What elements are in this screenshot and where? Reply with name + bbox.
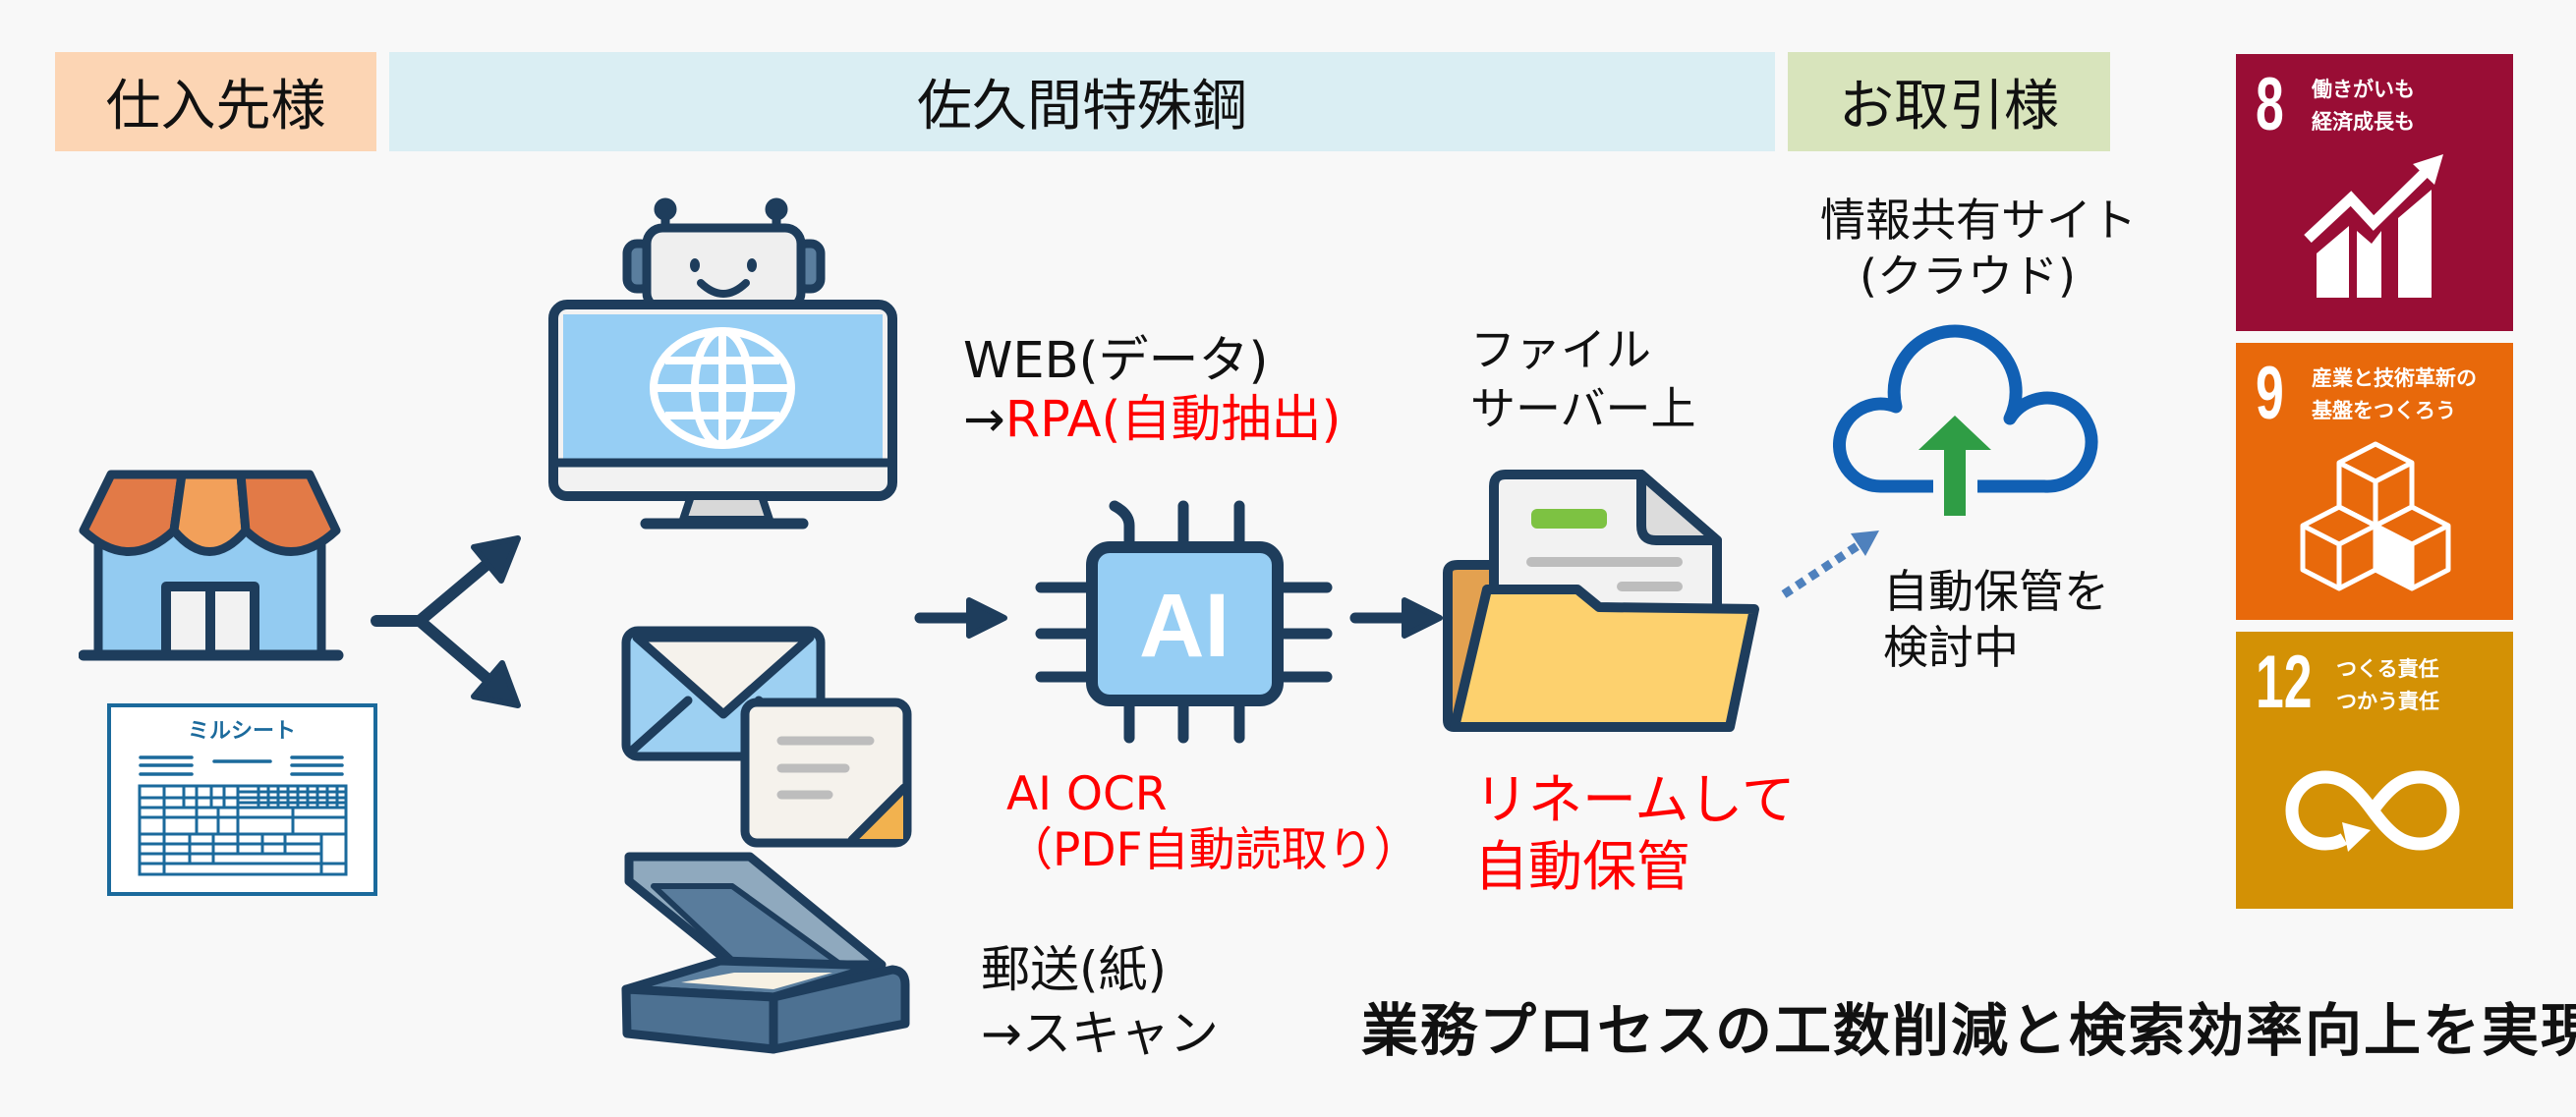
postal-line1: 郵送(紙) (981, 941, 1168, 998)
branch-arrow-icon (371, 535, 521, 708)
infinity-icon (2285, 770, 2460, 852)
cloud-note-line2: 検討中 (1883, 621, 2019, 674)
rename-line2: 自動保管 (1474, 835, 1691, 898)
sdg-panel-8: 8 働きがいも 経済成長も (2236, 54, 2513, 331)
sdg-title-line1: つくる責任 (2336, 657, 2439, 681)
chip-pins (1035, 500, 1333, 744)
arrow-glyph: → (963, 391, 1005, 449)
cloud-site-line1: 情報共有サイト (1820, 194, 2137, 247)
header-supplier-label: 仕入先様 (105, 75, 326, 139)
sdg-title: つくる責任 つかう責任 (2336, 653, 2439, 718)
arrow-right-icon (1349, 597, 1443, 639)
mill-sheet-icon: ミルシート (107, 703, 377, 896)
sdg-title-line2: 経済成長も (2312, 110, 2415, 134)
sdg-title-line1: 働きがいも (2312, 78, 2415, 101)
cloud-upload-icon (1833, 324, 2098, 516)
header-customer-label: お取引様 (1839, 75, 2059, 139)
cloud-outline (1833, 324, 2098, 493)
header-company-label: 佐久間特殊鋼 (917, 75, 1247, 139)
file-server-label: ファイル サーバー上 (1470, 320, 1696, 438)
store-icon (79, 470, 344, 661)
scanner-paper (681, 973, 832, 989)
cloud-site-line2: (クラウド) (1860, 250, 2076, 303)
globe-icon (650, 327, 795, 449)
cloud-note-line1: 自動保管を (1883, 565, 2109, 618)
scanner-shape (621, 852, 910, 1054)
sdg-title: 産業と技術革新の 基盤をつくろう (2312, 363, 2477, 427)
awning-left (79, 470, 187, 556)
header-customer: お取引様 (1788, 52, 2110, 151)
document-green-bar (1531, 509, 1607, 529)
sdg-number: 9 (2256, 352, 2284, 435)
summary-text: 業務プロセスの工数削減と検索効率向上を実現 (1361, 997, 2576, 1064)
web-data-line2: →RPA(自動抽出) (963, 391, 1341, 450)
web-data-line1: WEB(データ) (963, 332, 1269, 390)
rpa-label: RPA(自動抽出) (1004, 391, 1342, 449)
cloud-note-label: 自動保管を 検討中 (1883, 564, 2109, 676)
upload-arrow-icon (1918, 416, 1991, 516)
mill-sheet-header-lines (139, 755, 344, 776)
dotted-arrow-icon (1781, 531, 1879, 598)
scanner-icon (621, 852, 910, 1054)
arrow-right-icon (914, 597, 1007, 639)
sdg-title-line2: つかう責任 (2336, 690, 2439, 713)
awning-right (236, 470, 341, 556)
rename-label: リネームして 自動保管 (1474, 766, 1796, 900)
chip-label: AI (1139, 576, 1230, 676)
postal-line2: →スキャン (981, 1005, 1219, 1062)
header-company: 佐久間特殊鋼 (389, 52, 1775, 151)
ai-ocr-line2: （PDF自動読取り） (1006, 823, 1420, 877)
ai-chip-icon: AI (1035, 500, 1333, 744)
mill-sheet-title: ミルシート (188, 719, 296, 744)
sdg-number: 12 (2256, 641, 2313, 724)
postal-scan-label: 郵送(紙) →スキャン (981, 938, 1219, 1066)
cubes-icon (2300, 441, 2451, 591)
store-shape (79, 470, 344, 661)
envelope-document-icon (621, 626, 912, 848)
sdg-title-line1: 産業と技術革新の (2312, 366, 2477, 390)
robot-monitor-icon (548, 197, 897, 530)
sdg-panel-9: 9 産業と技術革新の 基盤をつくろう (2236, 343, 2513, 620)
sdg-number: 8 (2256, 63, 2284, 146)
cloud-site-label: 情報共有サイト (クラウド) (1820, 193, 2137, 305)
mill-sheet-table (138, 784, 348, 876)
document-text-lines (1526, 557, 1683, 591)
robot (622, 197, 826, 313)
chip-body (1086, 541, 1284, 706)
awning-center (169, 470, 251, 556)
sdg-title: 働きがいも 経済成長も (2312, 74, 2415, 139)
ai-ocr-line1: AI OCR (1006, 767, 1168, 821)
folder-icon (1443, 470, 1759, 732)
growth-chart-icon (2304, 154, 2443, 298)
sdg-panel-12: 12 つくる責任 つかう責任 (2236, 632, 2513, 909)
document-text-lines (776, 736, 875, 800)
rename-line1: リネームして (1474, 768, 1796, 831)
sdg-title-line2: 基盤をつくろう (2312, 399, 2456, 422)
header-supplier: 仕入先様 (55, 52, 376, 151)
file-server-line2: サーバー上 (1470, 382, 1696, 435)
web-data-label: WEB(データ) →RPA(自動抽出) (963, 332, 1341, 450)
branch-arrow-shape (371, 535, 521, 708)
ai-ocr-label: AI OCR （PDF自動読取り） (1006, 766, 1420, 878)
file-server-line1: ファイル (1470, 323, 1651, 376)
folder-front (1450, 585, 1759, 732)
